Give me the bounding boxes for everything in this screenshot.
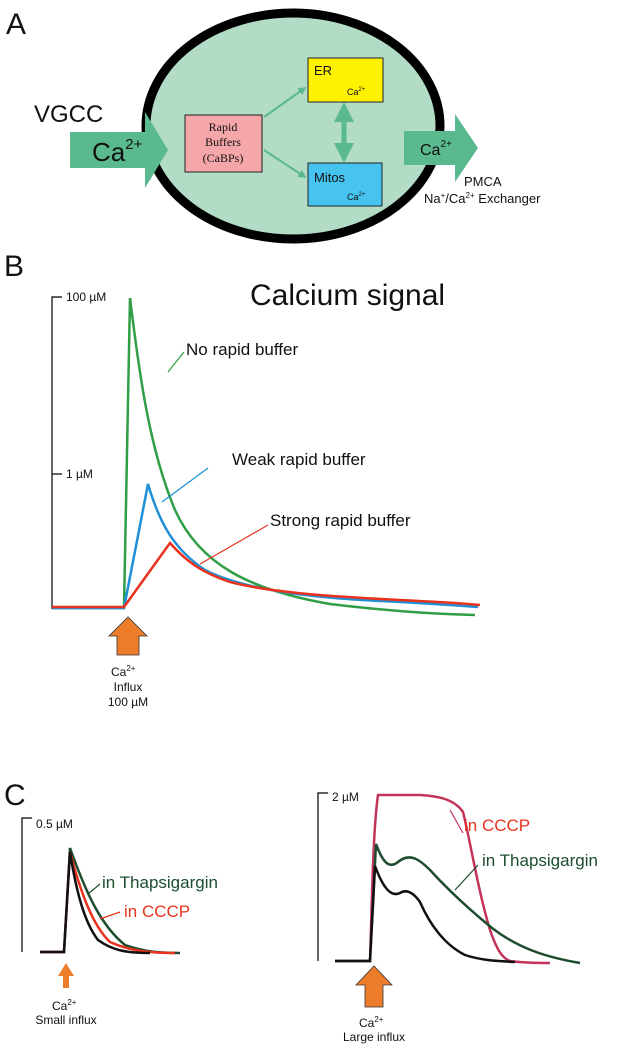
mitos-box — [307, 162, 383, 207]
left-influx-ca: Ca2+ — [52, 998, 77, 1013]
label-strong-buffer: Strong rapid buffer — [270, 511, 411, 530]
mitos-label: Mitos — [314, 170, 346, 185]
left-influx-label: Small influx — [35, 1013, 96, 1027]
right-influx-label: Large influx — [343, 1030, 405, 1044]
exchanger-ca: /Ca — [445, 191, 466, 206]
scale-bar-c-right — [317, 792, 328, 961]
influx-arrow-c-right — [355, 965, 393, 1008]
influx-b-line2: Influx — [114, 680, 143, 694]
pointer-left-thaps — [87, 883, 101, 895]
vgcc-label: VGCC — [34, 101, 103, 128]
vgcc-influx-arrow — [70, 112, 168, 188]
panel-c: C 0.5 µM in Thapsigargin in CCCP Ca2+ Sm… — [4, 779, 598, 1044]
arrow-buffers-to-er — [263, 87, 307, 118]
ca-influx-text: Ca — [92, 137, 126, 167]
rapid-buffers-box — [184, 114, 263, 173]
ca-efflux-sup: 2+ — [440, 139, 452, 150]
er-label: ER — [314, 63, 332, 78]
right-influx-ca-text: Ca — [359, 1016, 375, 1030]
left-influx-ca-text: Ca — [52, 999, 68, 1013]
rapid-buffers-line3: (CaBPs) — [203, 151, 244, 165]
er-ca-label: Ca2+ — [347, 87, 366, 97]
influx-b-ca: Ca2+ — [111, 664, 136, 679]
left-influx-ca-sup: 2+ — [67, 998, 76, 1007]
panel-b-title: Calcium signal — [250, 279, 445, 312]
scale-bar-c-left — [21, 817, 32, 952]
er-ca-text: Ca — [347, 87, 359, 97]
exchanger-ca-sup: 2+ — [466, 191, 475, 200]
pointer-no-buffer — [167, 351, 185, 373]
trace-right-thaps — [335, 843, 581, 965]
ca-influx-label: Ca2+ — [92, 136, 143, 167]
right-influx-ca: Ca2+ — [359, 1015, 384, 1030]
panel-a: A VGCC Ca2+ Rapid Buffers (CaBPs) ER Ca2… — [6, 8, 541, 244]
trace-left-thaps — [40, 847, 181, 955]
left-scale-label: 0.5 µM — [36, 817, 73, 831]
ca-efflux-label: Ca2+ — [420, 139, 452, 159]
ca-influx-sup: 2+ — [125, 136, 142, 153]
label-weak-buffer: Weak rapid buffer — [232, 450, 366, 469]
trace-left-control — [40, 851, 151, 955]
trace-strong-buffer — [52, 540, 481, 609]
influx-b-line3: 100 µM — [108, 695, 148, 709]
mitos-ca-sup: 2+ — [359, 192, 366, 198]
exchanger-na-sup: + — [441, 191, 446, 200]
panel-b-letter: B — [4, 250, 24, 283]
pointer-right-cccp — [449, 809, 464, 834]
pmca-label: PMCA — [464, 174, 502, 189]
influx-arrow-c-left — [58, 963, 74, 988]
ca-efflux-text: Ca — [420, 142, 441, 159]
influx-b-ca-sup: 2+ — [126, 664, 135, 673]
exchanger-rest: Exchanger — [475, 191, 541, 206]
arrow-buffers-to-mitos — [263, 149, 307, 178]
pointer-right-thaps — [454, 864, 479, 891]
efflux-arrow — [404, 114, 478, 182]
panel-b: B Calcium signal 100 µM 1 µM No rapid bu… — [4, 250, 481, 709]
left-label-cccp: in CCCP — [124, 902, 190, 921]
trace-right-control — [335, 865, 516, 964]
trace-no-buffer — [52, 297, 476, 617]
panel-a-letter: A — [6, 8, 26, 41]
influx-arrow-b — [108, 616, 148, 656]
right-label-thaps: in Thapsigargin — [482, 851, 598, 870]
mitos-ca-label: Ca2+ — [347, 192, 366, 202]
influx-b-ca-text: Ca — [111, 665, 127, 679]
exchanger-label: Na+/Ca2+ Exchanger — [424, 191, 541, 206]
scale-mid-label: 1 µM — [66, 467, 93, 481]
panel-c-letter: C — [4, 779, 26, 812]
right-scale-label: 2 µM — [332, 790, 359, 804]
pointer-left-cccp — [99, 911, 121, 920]
left-label-thaps: in Thapsigargin — [102, 873, 218, 892]
exchanger-na: Na — [424, 191, 441, 206]
scale-top-label: 100 µM — [66, 290, 106, 304]
pointer-strong-buffer — [199, 524, 269, 565]
right-influx-ca-sup: 2+ — [374, 1015, 383, 1024]
label-no-buffer: No rapid buffer — [186, 340, 298, 359]
pointer-weak-buffer — [161, 467, 209, 503]
right-label-cccp: in CCCP — [464, 816, 530, 835]
mitos-ca-text: Ca — [347, 192, 359, 202]
er-ca-sup: 2+ — [359, 87, 366, 93]
rapid-buffers-line2: Buffers — [205, 135, 241, 149]
scale-bar-b — [51, 296, 62, 609]
rapid-buffers-line1: Rapid — [209, 120, 238, 134]
